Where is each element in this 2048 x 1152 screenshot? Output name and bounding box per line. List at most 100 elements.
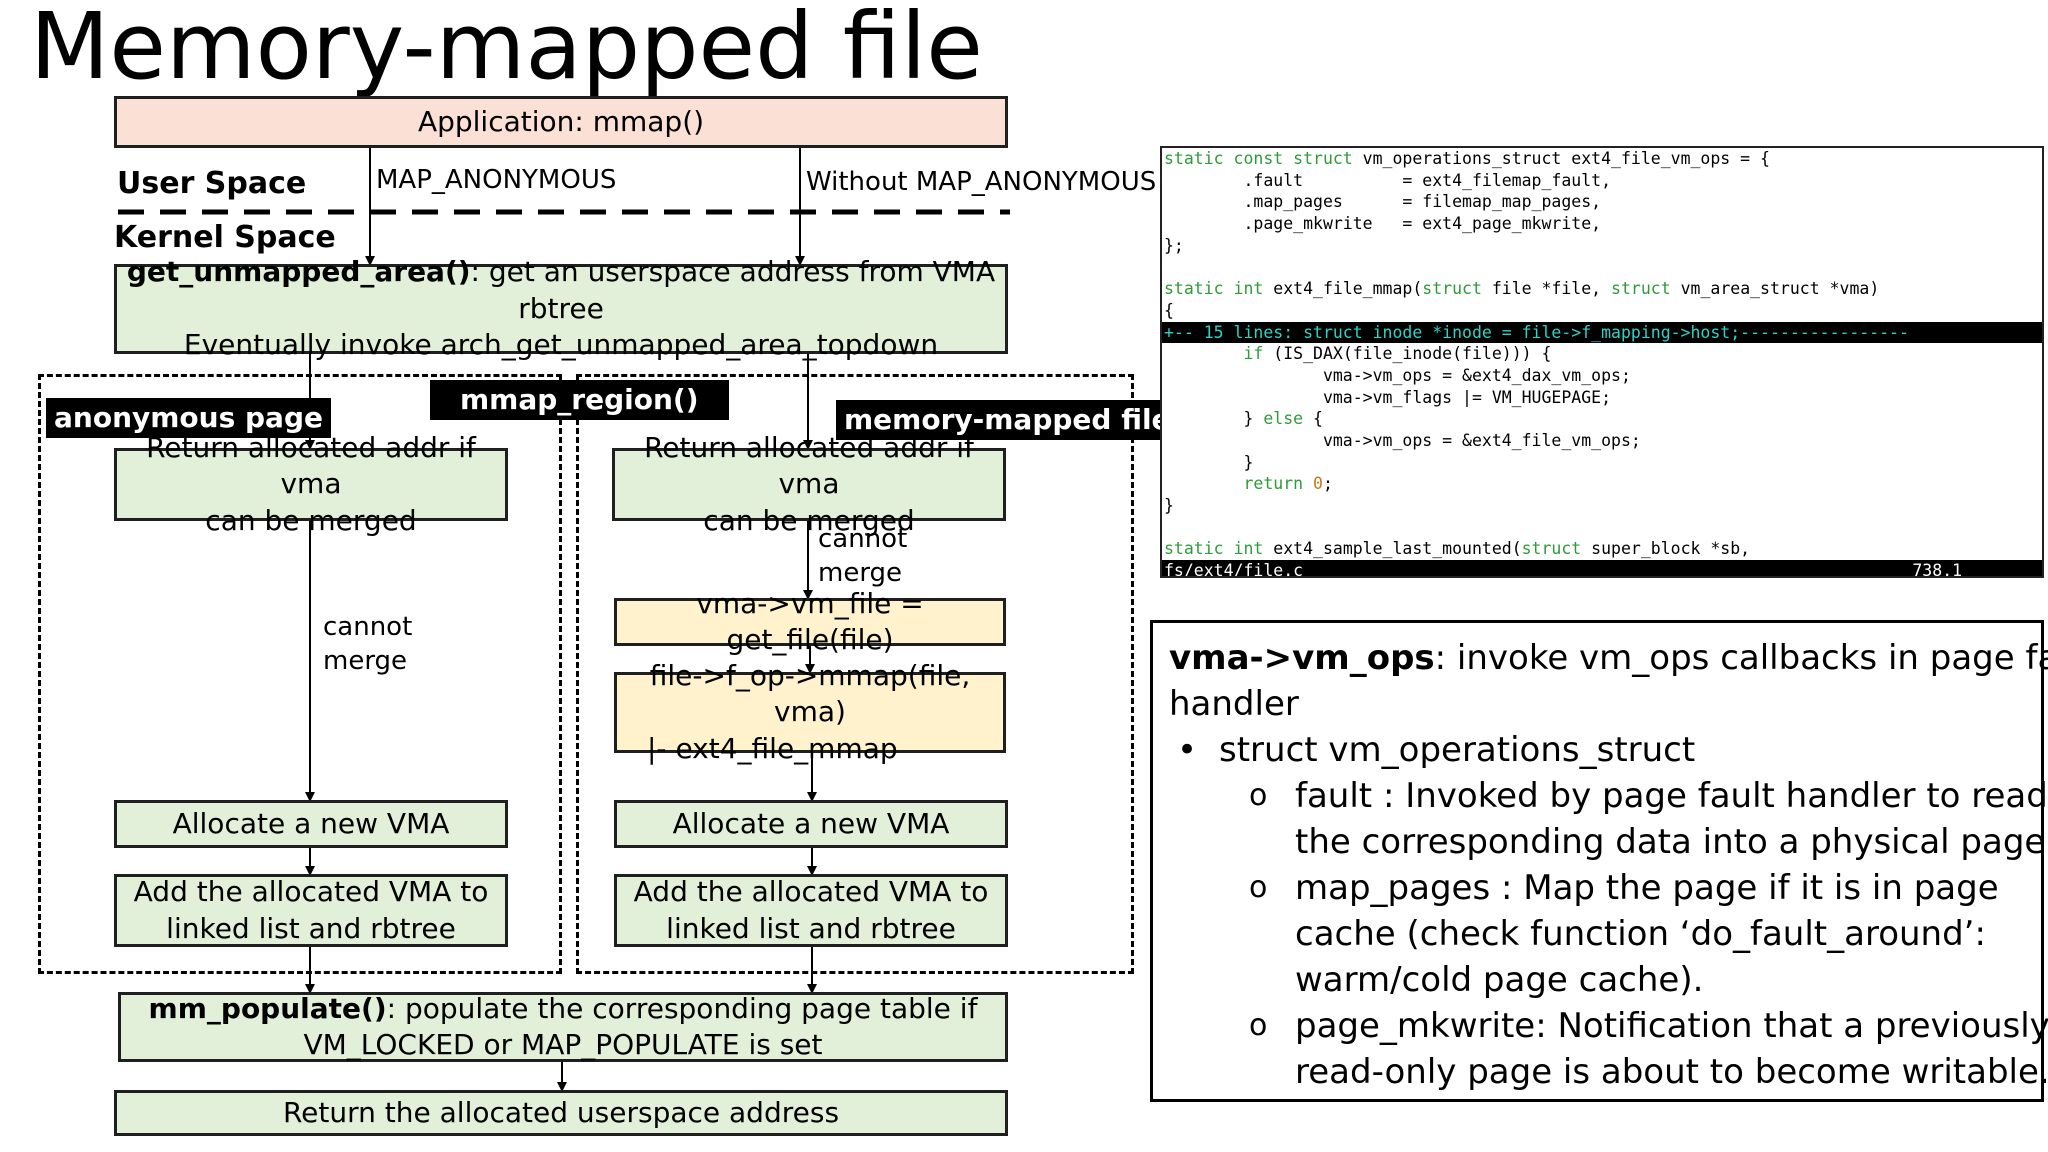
left-cannot-line1: cannot	[323, 612, 413, 642]
mm-populate-func: mm_populate()	[148, 991, 387, 1025]
bullet-dot: •	[1177, 730, 1198, 770]
code-line: }	[1164, 496, 1174, 515]
memory-mapped-file-tag: memory-mapped file	[836, 400, 1179, 440]
sub-bullet-marker: o	[1249, 870, 1268, 905]
left-allocate-vma-box: Allocate a new VMA	[114, 800, 508, 848]
code-line: if (IS_DAX(file_inode(file))) {	[1162, 343, 2042, 365]
memory-mapped-file-region	[576, 374, 1134, 974]
right-cannot-line1: cannot	[818, 524, 908, 554]
right-add-vma-line1: Add the allocated VMA to	[633, 875, 989, 909]
code-line: .map_pages = filemap_map_pages,	[1164, 192, 1602, 212]
mmap-region-tag: mmap_region()	[430, 380, 729, 420]
left-add-vma-line1: Add the allocated VMA to	[133, 875, 489, 909]
left-cannot-merge-label: cannot merge	[323, 610, 412, 678]
notes-heading-desc: : invoke vm_ops callbacks in page fault	[1434, 638, 2048, 678]
right-allocate-vma-label: Allocate a new VMA	[672, 806, 950, 840]
code-line: static int ext4_sample_last_mounted(stru…	[1162, 538, 2042, 560]
f-op-mmap-box: file->f_op->mmap(file, vma) |- ext4_file…	[614, 659, 1006, 765]
get-unmapped-area-line1: get_unmapped_area(): get an userspace ad…	[117, 254, 1005, 327]
return-address-box: Return the allocated userspace address	[114, 1090, 1008, 1136]
code-keyword: else	[1263, 409, 1304, 429]
code-line: vma->vm_flags |= VM_HUGEPAGE;	[1164, 387, 1612, 407]
f-op-mmap-line1: file->f_op->mmap(file, vma)	[649, 658, 971, 729]
anonymous-page-tag: anonymous page	[46, 398, 331, 438]
code-text: }	[1164, 409, 1264, 429]
code-line	[1162, 256, 2042, 278]
editor-status-bar: fs/ext4/file.c 738,1	[1162, 560, 2042, 578]
page-title: Memory-mapped file	[30, 0, 983, 100]
code-text: ext4_file_mmap(	[1263, 279, 1423, 299]
application-mmap-box: Application: mmap()	[114, 96, 1008, 148]
left-merge-line2: can be merged	[205, 503, 417, 537]
right-merge-box: Return allocated addr if vma can be merg…	[612, 431, 1006, 537]
code-keyword: static int	[1164, 279, 1264, 299]
code-text: super_block *sb,	[1581, 539, 1751, 559]
left-add-vma-box: Add the allocated VMA to linked list and…	[114, 874, 508, 947]
code-text: {	[1303, 409, 1323, 429]
map-pages-line2: cache (check function ‘do_fault_around’:	[1295, 914, 1986, 954]
left-merge-box: Return allocated addr if vma can be merg…	[114, 431, 508, 537]
code-line: vma->vm_ops = &ext4_dax_vm_ops;	[1164, 365, 1631, 385]
page-mkwrite-line1: page_mkwrite: Notification that a previo…	[1295, 1006, 2048, 1046]
code-line: .fault = ext4_filemap_fault,	[1164, 170, 1612, 190]
fault-line1: fault : Invoked by page fault handler to…	[1295, 776, 2048, 816]
code-number: 0	[1303, 474, 1323, 494]
code-line: }	[1164, 452, 1254, 472]
right-merge-line2: can be merged	[703, 503, 915, 537]
map-pages-line1: map_pages : Map the page if it is in pag…	[1295, 868, 1999, 908]
notes-sub-map-pages: o map_pages : Map the page if it is in pa…	[1169, 865, 2025, 911]
left-allocate-vma-label: Allocate a new VMA	[172, 806, 450, 840]
map-anonymous-label: MAP_ANONYMOUS	[376, 165, 617, 195]
mm-populate-desc: : populate the corresponding page table …	[386, 991, 978, 1025]
status-cursor-position: 738,1	[1912, 561, 1962, 578]
user-space-label: User Space	[117, 166, 307, 201]
vm-file-box: vma->vm_file = get_file(file)	[614, 587, 1006, 656]
code-text: ;	[1322, 474, 1333, 494]
code-keyword: return	[1164, 474, 1304, 494]
right-add-vma-line2: linked list and rbtree	[666, 911, 956, 945]
code-listing: static const struct vm_operations_struct…	[1160, 146, 2044, 578]
notes-heading-line2: handler	[1169, 684, 1299, 724]
kernel-space-label: Kernel Space	[114, 220, 336, 255]
code-line	[1162, 517, 2042, 539]
code-line: {	[1164, 300, 1174, 320]
vm-file-label: vma->vm_file = get_file(file)	[696, 586, 924, 656]
vm-ops-notes: vma->vm_ops: invoke vm_ops callbacks in …	[1150, 620, 2048, 1102]
code-text: ext4_sample_last_mounted(	[1263, 539, 1522, 559]
code-line: } else {	[1162, 408, 2042, 430]
notes-bullet: • struct vm_operations_struct	[1169, 727, 2025, 773]
code-line: return 0;	[1162, 473, 2042, 495]
code-fold-line[interactable]: +-- 15 lines: struct inode *inode = file…	[1162, 321, 2042, 344]
right-cannot-merge-label: cannot merge	[818, 522, 907, 590]
notes-heading-line1: vma->vm_ops: invoke vm_ops callbacks in …	[1169, 635, 2048, 681]
get-unmapped-area-box: get_unmapped_area(): get an userspace ad…	[114, 255, 1008, 361]
return-address-label: Return the allocated userspace address	[282, 1095, 840, 1129]
left-cannot-line2: merge	[323, 646, 408, 676]
status-filename: fs/ext4/file.c	[1164, 561, 1304, 578]
code-line: };	[1164, 235, 1184, 255]
code-keyword: static int	[1164, 539, 1264, 559]
code-keyword: struct	[1521, 539, 1582, 559]
notes-bullet-text: struct vm_operations_struct	[1219, 730, 1696, 770]
fault-line2: the corresponding data into a physical p…	[1295, 822, 2048, 862]
get-unmapped-area-line2: Eventually invoke arch_get_unmapped_area…	[183, 328, 939, 362]
code-keyword: struct	[1422, 279, 1482, 299]
without-map-anonymous-label: Without MAP_ANONYMOUS	[806, 167, 1157, 197]
page-mkwrite-line2: read-only page is about to become writab…	[1295, 1052, 2048, 1092]
code-text: (IS_DAX(file_inode(file))) {	[1263, 344, 1552, 364]
code-line: vma->vm_ops = &ext4_file_vm_ops;	[1164, 430, 1641, 450]
mm-populate-box: mm_populate(): populate the correspondin…	[118, 992, 1008, 1062]
code-text: vm_operations_struct ext4_file_vm_ops = …	[1352, 149, 1770, 168]
application-mmap-label: Application: mmap()	[417, 104, 705, 138]
code-line: static const struct vm_operations_struct…	[1162, 148, 2042, 170]
code-text: vm_area_struct *vma)	[1670, 279, 1880, 299]
code-keyword: if	[1164, 344, 1264, 364]
right-allocate-vma-box: Allocate a new VMA	[614, 800, 1008, 848]
get-unmapped-area-func: get_unmapped_area()	[126, 255, 471, 289]
mm-populate-line2: VM_LOCKED or MAP_POPULATE is set	[303, 1028, 823, 1061]
right-merge-line1: Return allocated addr if vma	[644, 430, 974, 501]
get-unmapped-area-desc: : get an userspace address from VMA rbtr…	[470, 255, 996, 325]
